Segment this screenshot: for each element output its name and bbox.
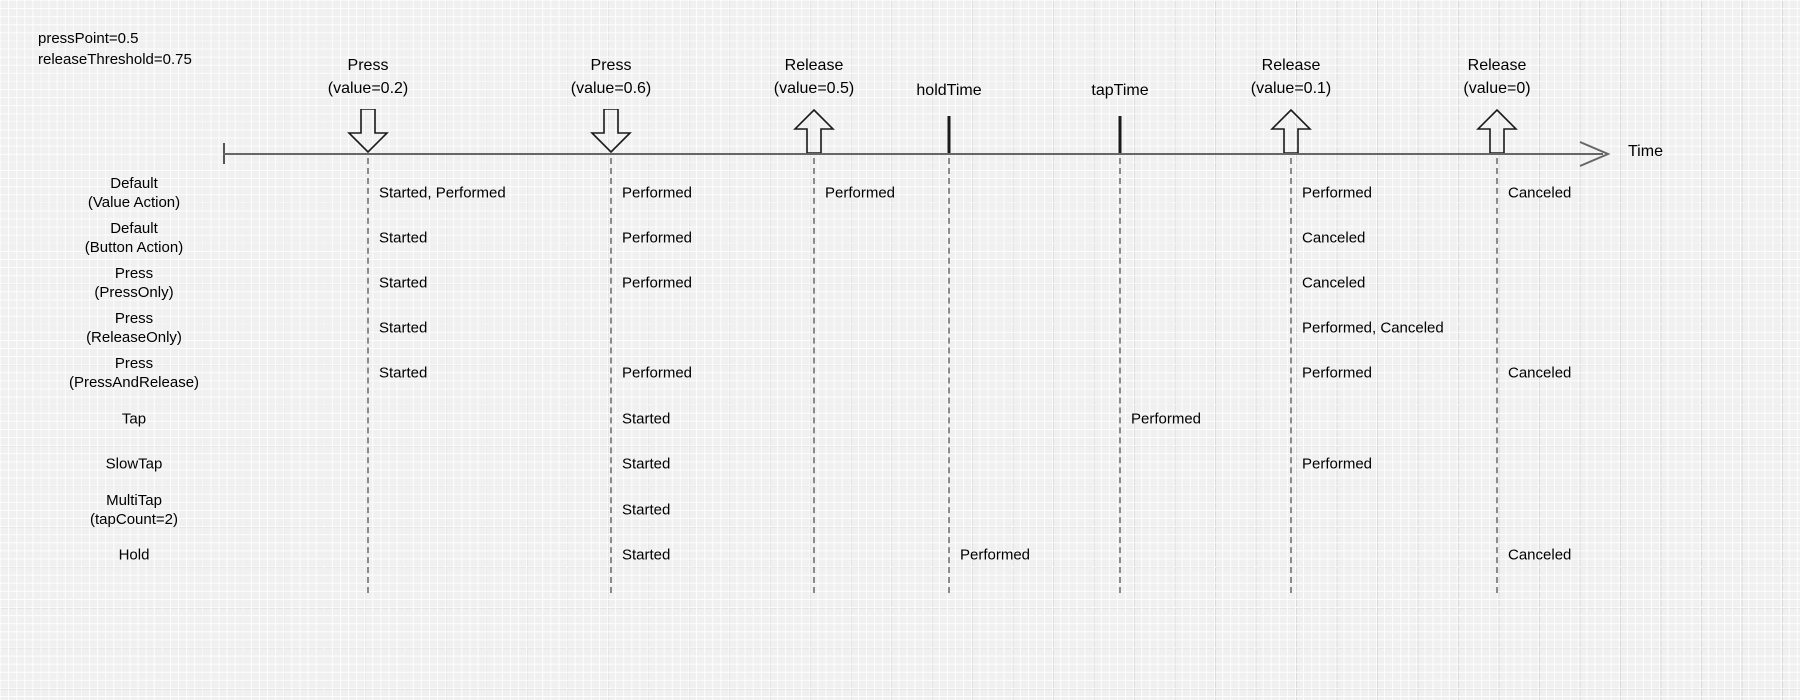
guide-line-release-3 (1496, 158, 1498, 593)
cell-press-pressandrelease-press-2: Performed (622, 364, 693, 382)
cell-default-value-action-press-2: Performed (622, 184, 693, 202)
cell-press-pressonly-release-2: Canceled (1302, 274, 1366, 292)
row-label-press-pressandrelease: Press(PressAndRelease) (68, 355, 200, 391)
guide-line-hold-time (948, 158, 950, 593)
time-axis-line (223, 153, 1603, 155)
event-label-tap-time: tapTime (1091, 82, 1149, 99)
cell-press-pressonly-press-1: Started (379, 274, 428, 292)
marker-press-1-press-icon (346, 109, 390, 154)
cell-tap-press-2: Started (622, 410, 671, 428)
marker-tap-time-tick-icon (1118, 116, 1122, 153)
cell-default-value-action-release-1: Performed (825, 184, 896, 202)
cell-press-pressandrelease-release-2: Performed (1302, 364, 1373, 382)
cell-press-pressandrelease-release-3: Canceled (1508, 364, 1572, 382)
cell-slowtap-press-2: Started (622, 455, 671, 473)
cell-hold-press-2: Started (622, 546, 671, 564)
cell-press-pressandrelease-press-1: Started (379, 364, 428, 382)
event-label-press-1: Press(value=0.2) (327, 57, 409, 97)
event-label-release-3: Release(value=0) (1463, 57, 1531, 97)
marker-release-1-release-icon (792, 109, 836, 154)
marker-release-3-release-icon (1475, 109, 1519, 154)
cell-press-pressonly-press-2: Performed (622, 274, 693, 292)
marker-hold-time-tick-icon (947, 116, 951, 153)
event-label-release-2: Release(value=0.1) (1250, 57, 1332, 97)
cell-press-releaseonly-release-2: Performed, Canceled (1302, 319, 1444, 337)
cell-default-button-action-press-2: Performed (622, 229, 693, 247)
row-label-slowtap: SlowTap (105, 455, 163, 473)
parameters-note: pressPoint=0.5 releaseThreshold=0.75 (38, 30, 192, 68)
row-label-multitap: MultiTap(tapCount=2) (90, 492, 178, 528)
guide-line-release-1 (813, 158, 815, 593)
cell-multitap-press-2: Started (622, 501, 671, 519)
marker-press-2-press-icon (589, 109, 633, 154)
guide-line-tap-time (1119, 158, 1121, 593)
marker-release-2-release-icon (1269, 109, 1313, 154)
guide-line-press-1 (367, 158, 369, 593)
guide-line-release-2 (1290, 158, 1292, 593)
cell-press-releaseonly-press-1: Started (379, 319, 428, 337)
cell-hold-release-3: Canceled (1508, 546, 1572, 564)
cell-hold-hold-time: Performed (960, 546, 1031, 564)
event-label-release-1: Release(value=0.5) (773, 57, 855, 97)
guide-line-press-2 (610, 158, 612, 593)
time-axis-label: Time (1628, 143, 1663, 160)
event-label-press-2: Press(value=0.6) (570, 57, 652, 97)
row-label-default-value-action: Default(Value Action) (87, 175, 181, 211)
cell-default-value-action-release-2: Performed (1302, 184, 1373, 202)
cell-default-button-action-press-1: Started (379, 229, 428, 247)
row-label-hold: Hold (118, 546, 150, 564)
row-label-default-button-action: Default(Button Action) (84, 220, 184, 256)
cell-default-value-action-press-1: Started, Performed (379, 184, 506, 202)
row-label-press-releaseonly: Press(ReleaseOnly) (86, 310, 182, 346)
cell-tap-tap-time: Performed (1131, 410, 1202, 428)
cell-default-value-action-release-3: Canceled (1508, 184, 1572, 202)
row-label-tap: Tap (121, 410, 147, 428)
cell-slowtap-release-2: Performed (1302, 455, 1373, 473)
event-label-hold-time: holdTime (916, 82, 982, 99)
row-label-press-pressonly: Press(PressOnly) (94, 265, 174, 301)
cell-default-button-action-release-2: Canceled (1302, 229, 1366, 247)
